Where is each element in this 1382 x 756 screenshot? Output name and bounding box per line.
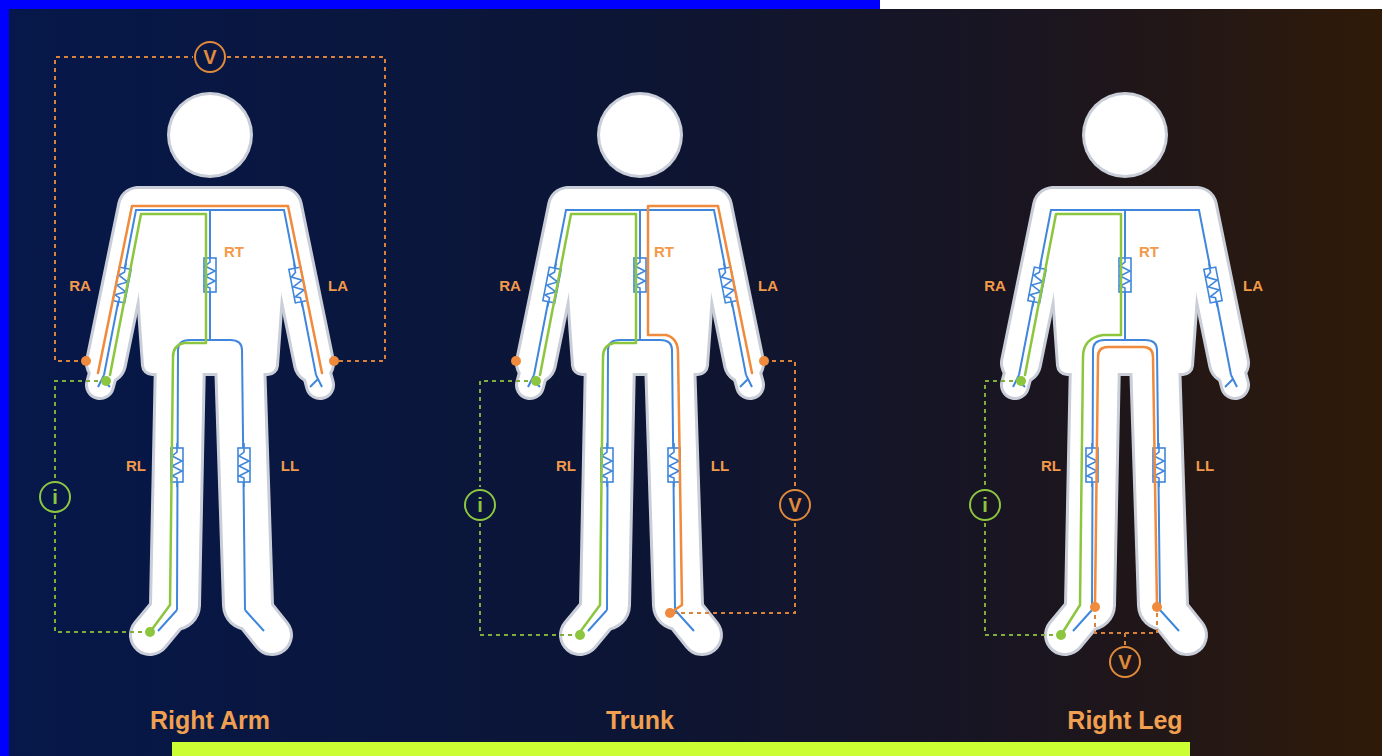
voltage-wire (55, 57, 385, 361)
segment-label: LA (758, 277, 778, 294)
meter-symbol: i (38, 480, 72, 514)
segment-label: LL (711, 457, 729, 474)
voltage-path (648, 206, 752, 613)
top-strip (880, 0, 1382, 9)
segment-label: RT (1139, 243, 1159, 260)
top-bar (0, 0, 880, 9)
segment-label: RL (1041, 457, 1061, 474)
segment-label: RA (984, 277, 1006, 294)
current-wire (55, 381, 150, 632)
panel-title: Right Arm (150, 706, 270, 735)
meter-circle: V (1108, 645, 1142, 679)
panel-title: Trunk (606, 706, 674, 735)
segment-label: RL (126, 457, 146, 474)
voltage-path (98, 206, 322, 373)
meter-symbol: V (778, 488, 812, 522)
meter-symbol: V (1108, 645, 1142, 679)
segment-label: RT (654, 243, 674, 260)
meter-symbol: i (968, 488, 1002, 522)
figure-trunk (480, 92, 795, 640)
current-wire (985, 381, 1061, 635)
panel-title: Right Leg (1067, 706, 1182, 735)
segment-label: RL (556, 457, 576, 474)
segment-label: RA (499, 277, 521, 294)
segment-label: LA (1243, 277, 1263, 294)
meter-circle: V (778, 488, 812, 522)
segment-label: RA (69, 277, 91, 294)
segment-label: LL (1196, 457, 1214, 474)
figure-right-arm (55, 57, 385, 637)
meter-circle: V (193, 40, 227, 74)
meter-circle: i (463, 488, 497, 522)
bottom-bar (172, 742, 1190, 756)
voltage-path (1095, 347, 1157, 607)
meter-circle: i (968, 488, 1002, 522)
meter-symbol: i (463, 488, 497, 522)
voltage-wire (670, 361, 795, 613)
meter-symbol: V (193, 40, 227, 74)
current-path (1025, 214, 1121, 635)
left-bar (0, 0, 9, 756)
current-path (540, 214, 636, 632)
segment-label: LL (281, 457, 299, 474)
segment-label: RT (224, 243, 244, 260)
meter-circle: i (38, 480, 72, 514)
segment-label: LA (328, 277, 348, 294)
figure-right-leg (985, 92, 1237, 645)
voltage-wire (1095, 607, 1157, 645)
current-path (110, 214, 206, 632)
